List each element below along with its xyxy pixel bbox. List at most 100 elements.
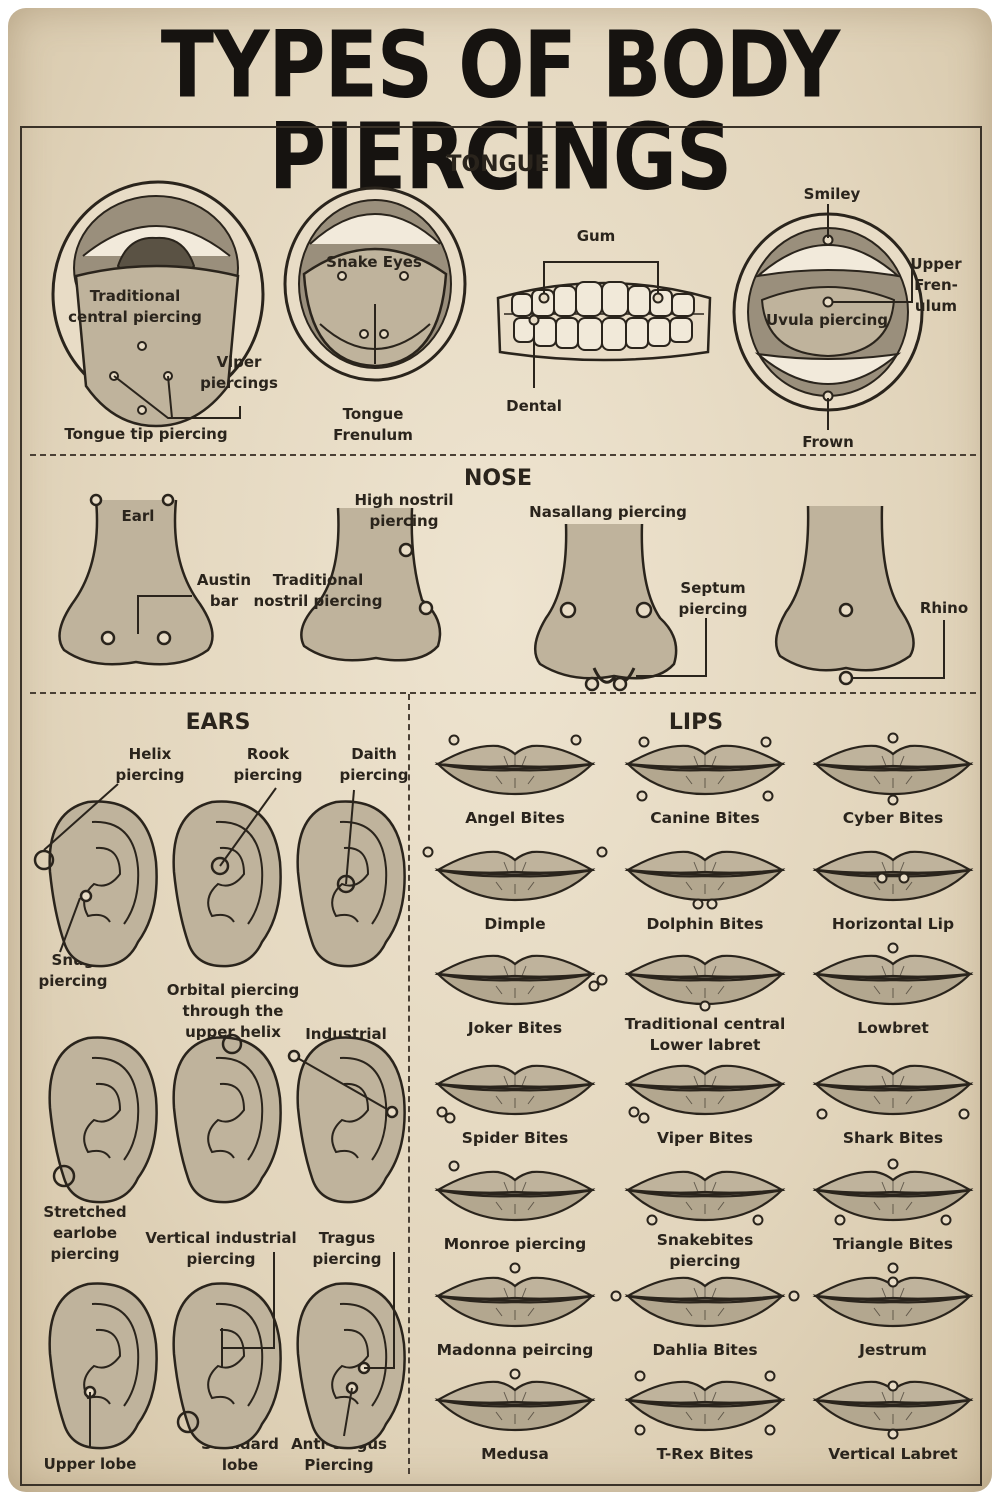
piercing-dot	[706, 898, 718, 910]
lip-item: Spider Bites	[420, 1052, 610, 1156]
piercing-dot	[752, 1214, 764, 1226]
lip-illustration	[624, 954, 786, 1012]
lip-item: Dahlia Bites	[610, 1264, 800, 1368]
divider-ears-lips	[408, 694, 410, 1474]
piercing-dot	[610, 1290, 622, 1302]
ear-illustrations	[33, 783, 406, 1450]
label-smiley: Smiley	[803, 185, 861, 203]
poster: TYPES OF BODY PIERCINGS TONGUE Tradition…	[8, 8, 992, 1492]
lip-item: Shark Bites	[798, 1052, 988, 1156]
lip-item: Joker Bites	[420, 942, 610, 1046]
rook-ring	[210, 856, 230, 876]
stretched-ring	[52, 1164, 76, 1188]
label-dental: Dental	[506, 397, 562, 415]
lip-label: Shark Bites	[842, 1129, 944, 1147]
piercing-dot	[448, 734, 460, 746]
lip-illustration	[624, 1170, 786, 1226]
piercing-dot	[762, 790, 774, 802]
vertical-industrial-leader	[222, 1252, 275, 1349]
lip-label: Lowbret	[857, 1019, 929, 1037]
anti-tragus-leader	[343, 1387, 353, 1437]
lip-illustration	[610, 1276, 800, 1328]
lip-item: Madonna peircing	[420, 1262, 610, 1368]
lip-item: Dimple	[420, 838, 610, 942]
piercing-dot	[887, 794, 899, 806]
lip-item: Vertical Labret	[798, 1368, 988, 1472]
ears-heading: EARS	[185, 710, 251, 735]
piercing-dot	[887, 942, 899, 954]
lip-item: Cyber Bites	[798, 732, 988, 836]
label-daith: Daith piercing	[339, 745, 409, 784]
ear-rook	[172, 800, 282, 968]
label-austin-bar: Austin bar	[196, 571, 252, 610]
label-tongue-frenulum: Tongue Frenulum	[333, 405, 413, 444]
industrial-dot-2	[385, 1105, 399, 1119]
piercing-dot	[887, 1428, 899, 1440]
standard-lobe-ring	[176, 1410, 200, 1434]
ear-helix	[48, 800, 158, 968]
label-upper-lobe: Upper lobe	[43, 1455, 137, 1473]
lip-item: T-Rex Bites	[610, 1368, 800, 1472]
lip-illustration	[812, 1064, 974, 1120]
label-snake-eyes: Snake Eyes	[326, 253, 422, 271]
label-rhino: Rhino	[919, 599, 969, 617]
piercing-dot	[638, 1112, 650, 1124]
nose-illustration-4	[774, 505, 945, 686]
piercing-dot	[958, 1108, 970, 1120]
lip-item: Angel Bites	[420, 732, 610, 836]
lip-illustration	[434, 734, 596, 796]
lip-label: Angel Bites	[465, 809, 565, 827]
lip-illustration	[422, 846, 608, 902]
piercing-dot	[634, 1424, 646, 1436]
label-stretched: Stretched earlobe piercing	[43, 1203, 127, 1263]
tongue-mouth-illustration-2	[283, 186, 467, 382]
helix-leader	[43, 783, 119, 851]
lip-item: Dolphin Bites	[610, 838, 800, 942]
helix-ring	[33, 849, 55, 871]
label-nasallang: Nasallang piercing	[529, 503, 687, 521]
industrial-bar	[293, 1055, 393, 1113]
lip-illustration	[812, 1380, 974, 1440]
label-traditional-nostril: Traditional nostril piercing	[253, 571, 383, 610]
label-earl: Earl	[121, 507, 155, 525]
nose-illustration-2	[300, 507, 442, 662]
lip-illustration	[812, 1158, 974, 1226]
label-uvula: Uvula piercing	[765, 311, 889, 329]
lip-label: Dolphin Bites	[646, 915, 764, 933]
piercing-dot	[699, 1000, 711, 1012]
piercing-dot	[634, 1370, 646, 1382]
lip-illustration	[624, 1064, 786, 1124]
lip-item: Medusa	[420, 1368, 610, 1472]
ear-daith	[296, 800, 406, 968]
ear-standard-lobe	[172, 1282, 282, 1450]
piercing-dot	[596, 846, 608, 858]
piercing-dot	[570, 734, 582, 746]
orbital-ring	[221, 1033, 243, 1055]
lip-label: Jestrum	[859, 1341, 927, 1359]
piercing-dot	[887, 1262, 899, 1274]
divider-tongue-nose	[30, 454, 976, 456]
lip-label: Joker Bites	[467, 1019, 563, 1037]
label-septum: Septum piercing	[678, 579, 748, 618]
piercing-dot	[764, 1424, 776, 1436]
label-helix: Helix piercing	[115, 745, 185, 784]
nose-illustration-1	[58, 493, 214, 666]
lip-label: Triangle Bites	[833, 1235, 953, 1253]
ear-stretched	[48, 1036, 158, 1204]
industrial-dot-1	[287, 1049, 301, 1063]
piercing-dot	[646, 1214, 658, 1226]
piercing-dot	[509, 1262, 521, 1274]
lip-illustration	[624, 1370, 786, 1436]
daith-leader	[345, 789, 355, 885]
label-frown: Frown	[802, 433, 854, 451]
snug-dot	[79, 889, 93, 903]
lip-item: Horizontal Lip	[798, 838, 988, 942]
lip-item: Jestrum	[798, 1262, 988, 1368]
piercing-dot	[887, 1380, 899, 1392]
label-gum: Gum	[576, 227, 616, 245]
lip-illustration	[812, 942, 974, 1006]
ear-orbital	[172, 1036, 282, 1204]
lip-label: T-Rex Bites	[656, 1445, 754, 1463]
piercing-dot	[760, 736, 772, 748]
lip-illustration	[434, 1262, 596, 1328]
